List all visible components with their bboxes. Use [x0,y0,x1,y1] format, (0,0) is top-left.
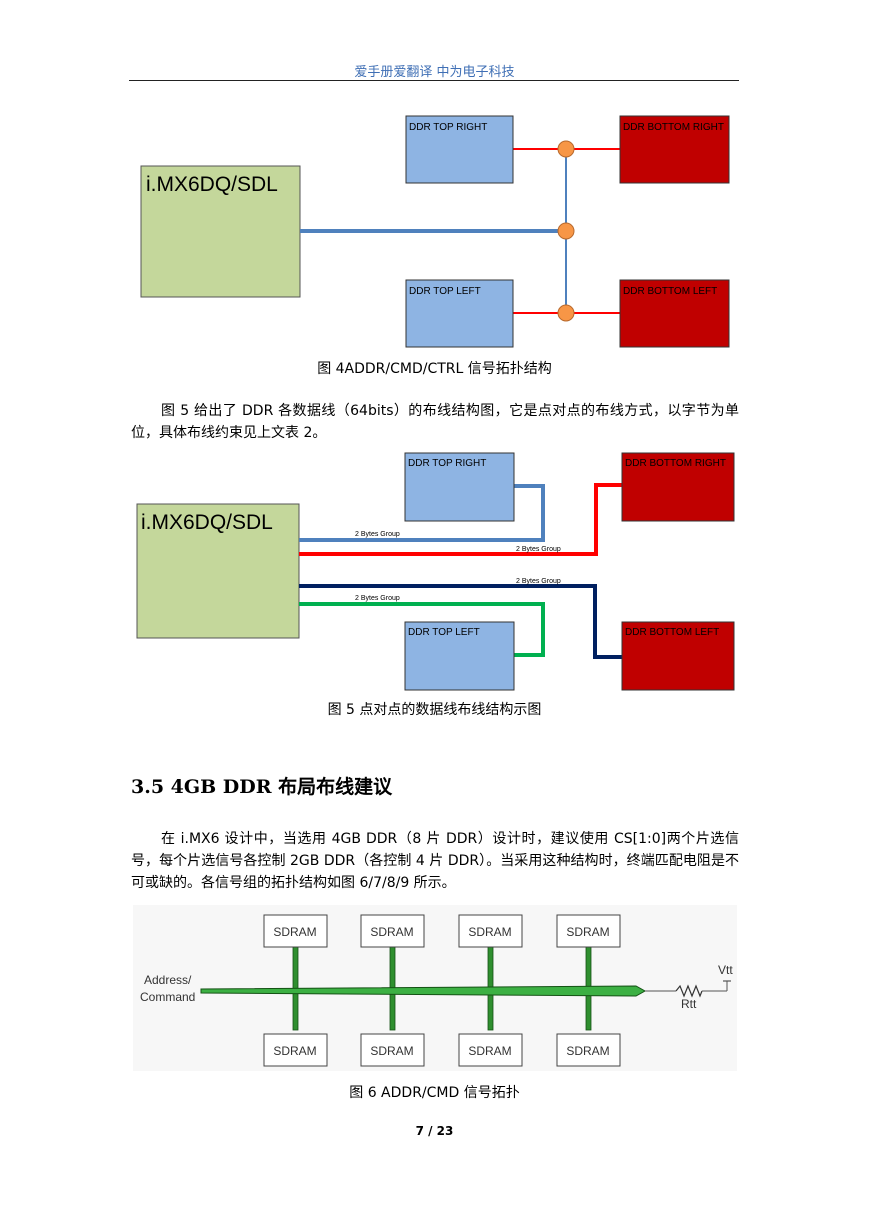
sdram-bottom-1-label: SDRAM [273,1044,316,1058]
rtt-label: Rtt [681,997,697,1011]
command-label: Command [140,990,195,1004]
soc-label: i.MX6DQ/SDL [146,173,278,196]
sdram-top-2 [360,914,425,948]
soc-box [136,503,300,639]
sdram-top-1-label: SDRAM [273,925,316,939]
paragraph-figure-5-intro: 图 5 给出了 DDR 各数据线（64bits）的布线结构图，它是点对点的布线方… [131,403,739,441]
paragraph-4gb-design: 在 i.MX6 设计中，当选用 4GB DDR（8 片 DDR）设计时，建议使用… [131,831,739,891]
sdram-bottom-3-label: SDRAM [468,1044,511,1058]
group-label-bottom-right: 2 Bytes Group [516,546,561,553]
figure-5-caption: 图 5 点对点的数据线布线结构示图 [327,702,542,718]
page-number: 7 / 23 [415,1124,454,1138]
figure-6-diagram: Address/ Command Vtt Rtt SDRAM SDRAM SDR… [133,905,737,1071]
ddr-top-left-box [404,621,515,691]
sdram-top-3 [458,914,523,948]
ddr-bottom-right-label: DDR BOTTOM RIGHT [623,122,724,133]
sdram-bottom-3 [458,1033,523,1067]
figure-4-diagram: i.MX6DQ/SDL DDR TOP RIGHT DDR BOTTOM RIG… [140,115,730,348]
trace-bottom-right [299,483,622,556]
ddr-top-left-label: DDR TOP LEFT [408,627,480,638]
figure-6-caption: 图 6 ADDR/CMD 信号拓扑 [349,1085,520,1101]
trace-bottom-left [299,584,622,659]
figure-5-diagram: i.MX6DQ/SDL 2 Bytes Group 2 Bytes Group … [136,452,735,691]
ddr-bottom-left-label: DDR BOTTOM LEFT [623,286,717,297]
ddr-top-left-box [405,279,514,348]
ddr-top-right-label: DDR TOP RIGHT [408,458,486,469]
sdram-top-4-label: SDRAM [566,925,609,939]
trace-top-right [299,484,545,542]
sdram-bottom-2-label: SDRAM [370,1044,413,1058]
ddr-bottom-right-label: DDR BOTTOM RIGHT [625,458,726,469]
header-rule [129,80,739,81]
sdram-bottom-2 [360,1033,425,1067]
ddr-bottom-right-box [621,452,735,522]
section-heading: 3.5 4GB DDR 布局布线建议 [131,776,393,798]
junction-node-top [557,140,575,158]
sdram-top-1 [263,914,328,948]
ddr-bottom-left-box [621,621,735,691]
sdram-bottom-4-label: SDRAM [566,1044,609,1058]
group-label-top-left: 2 Bytes Group [355,595,400,602]
junction-node-bottom [557,304,575,322]
sdram-bottom-4 [556,1033,621,1067]
soc-box [140,165,301,298]
sdram-top-3-label: SDRAM [468,925,511,939]
rtt-resistor-icon [675,984,703,998]
group-label-top-right: 2 Bytes Group [355,531,400,538]
figure-4-caption: 图 4ADDR/CMD/CTRL 信号拓扑结构 [317,361,552,377]
ddr-bottom-right-box [619,115,730,184]
vtt-label: Vtt [718,963,733,977]
ddr-bottom-left-box [619,279,730,348]
ddr-top-right-box [405,115,514,184]
sdram-top-2-label: SDRAM [370,925,413,939]
address-bus [200,985,647,997]
soc-label: i.MX6DQ/SDL [141,511,273,534]
ddr-top-right-label: DDR TOP RIGHT [409,122,487,133]
sdram-bottom-1 [263,1033,328,1067]
junction-node-middle [557,222,575,240]
address-label: Address/ [144,973,192,987]
trace-top-left [299,602,545,657]
ddr-top-left-label: DDR TOP LEFT [409,286,481,297]
sdram-top-4 [556,914,621,948]
page-header: 爱手册爱翻译 中为电子科技 [354,65,515,80]
ddr-bottom-left-label: DDR BOTTOM LEFT [625,627,719,638]
group-label-bottom-left: 2 Bytes Group [516,578,561,585]
ddr-top-right-box [404,452,515,522]
